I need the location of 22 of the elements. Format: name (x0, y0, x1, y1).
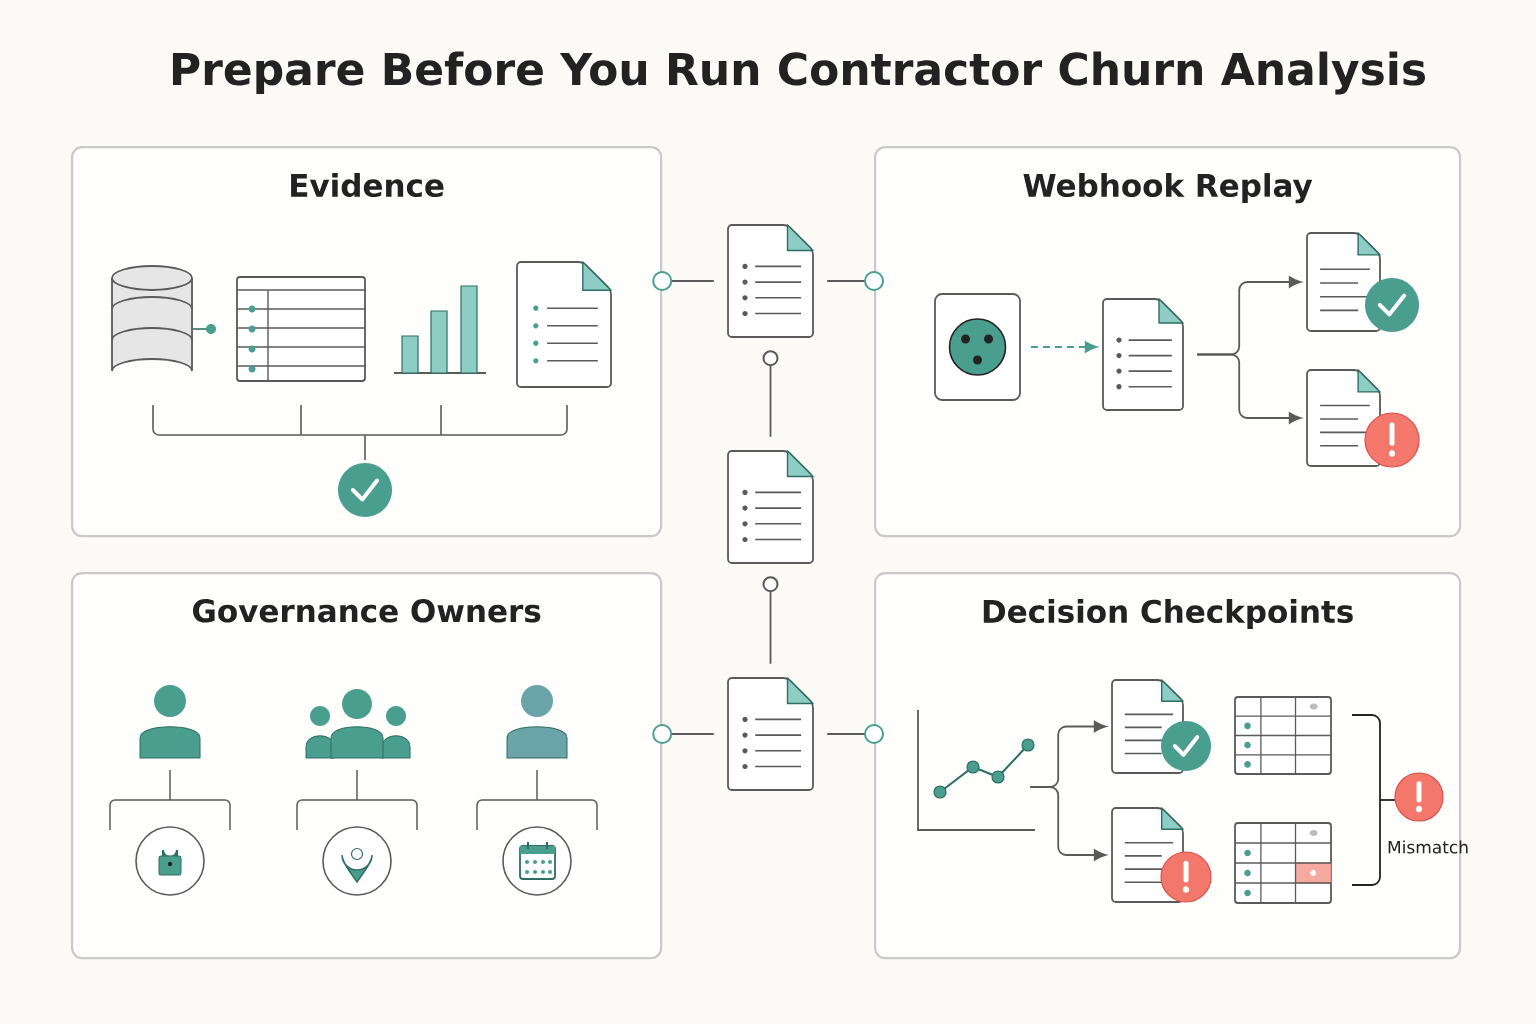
document-icon (727, 224, 814, 338)
arrow (1029, 786, 1107, 861)
connector (826, 271, 884, 291)
document-icon (727, 450, 814, 564)
arrow (1196, 353, 1302, 424)
connector (652, 271, 715, 291)
panel: Governance Owners (71, 572, 663, 960)
arrow (1030, 341, 1098, 353)
document-icon (1111, 807, 1212, 903)
line-chart-icon (917, 709, 1036, 831)
socket-icon (934, 293, 1021, 401)
document-icon (1111, 679, 1211, 774)
connector (762, 350, 779, 438)
document-icon (1102, 298, 1184, 411)
label-text: Mismatch (1388, 840, 1468, 854)
document-icon (1306, 232, 1419, 332)
title: Prepare Before You Run Contractor Churn Analysis (172, 51, 1425, 95)
connector (762, 576, 779, 665)
connector (652, 724, 715, 744)
connector (826, 724, 884, 744)
document-icon (1306, 369, 1420, 468)
document-icon (727, 677, 814, 791)
